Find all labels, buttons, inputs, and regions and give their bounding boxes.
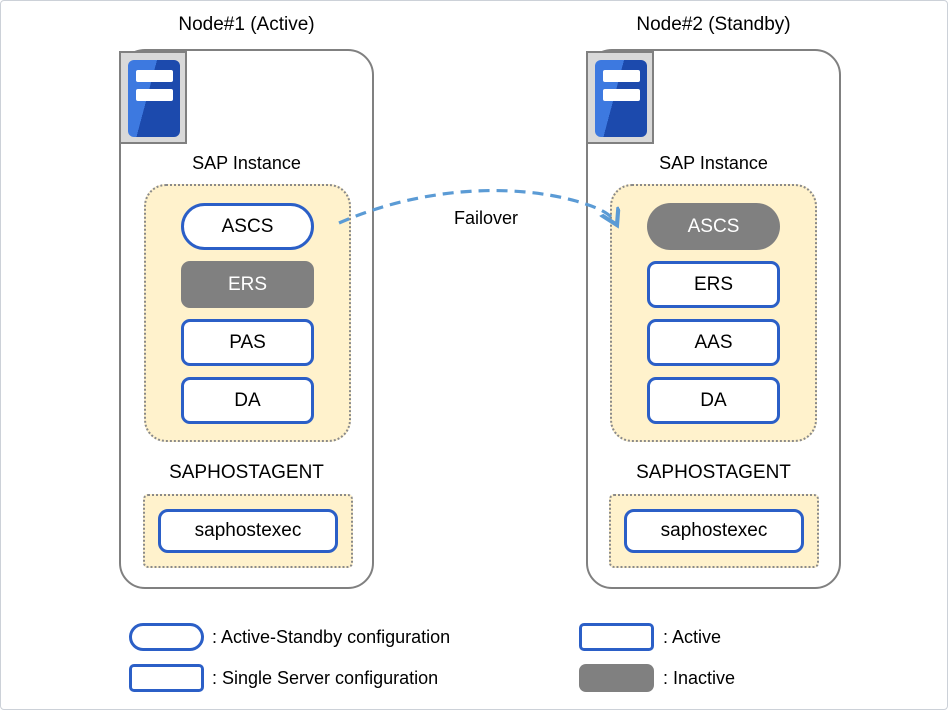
instance-da: DA [181, 377, 314, 424]
server-icon [586, 51, 654, 144]
legend-label-single-server: : Single Server configuration [212, 668, 439, 688]
node-title: Node#1 (Active) [178, 14, 315, 35]
instance-pas: PAS [181, 319, 314, 366]
legend-swatch-inactive [579, 664, 654, 692]
instance-da: DA [647, 377, 780, 424]
server-icon-slot [136, 70, 173, 82]
legend-swatch-single-server [129, 664, 204, 692]
sap-instance-label: SAP Instance [659, 153, 768, 173]
saphostexec-box: saphostexec [624, 509, 804, 553]
saphostexec-box: saphostexec [158, 509, 338, 553]
instance-ascs: ASCS [647, 203, 780, 250]
instance-ers: ERS [181, 261, 314, 308]
server-icon-slot [136, 89, 173, 101]
sap-instance-group: ASCS ERS PAS DA [144, 184, 351, 442]
legend-label-active: : Active [663, 627, 722, 647]
legend-swatch-active-standby [129, 623, 204, 651]
sap-instance-group: ASCS ERS AAS DA [610, 184, 817, 442]
server-icon-slot [603, 89, 640, 101]
failover-label: Failover [453, 208, 519, 228]
legend-label-inactive: : Inactive [663, 668, 736, 688]
node-title: Node#2 (Standby) [636, 14, 791, 35]
server-icon [119, 51, 187, 144]
instance-aas: AAS [647, 319, 780, 366]
sap-instance-label: SAP Instance [192, 153, 301, 173]
server-icon-body [595, 60, 647, 137]
instance-ascs: ASCS [181, 203, 314, 250]
server-icon-body [128, 60, 180, 137]
instance-ers: ERS [647, 261, 780, 308]
server-icon-slot [603, 70, 640, 82]
legend-label-active-standby: : Active-Standby configuration [212, 627, 451, 647]
legend-swatch-active [579, 623, 654, 651]
saphostagent-group: saphostexec [609, 494, 819, 568]
saphostagent-label: SAPHOSTAGENT [636, 462, 791, 483]
saphostagent-label: SAPHOSTAGENT [169, 462, 324, 483]
saphostagent-group: saphostexec [143, 494, 353, 568]
